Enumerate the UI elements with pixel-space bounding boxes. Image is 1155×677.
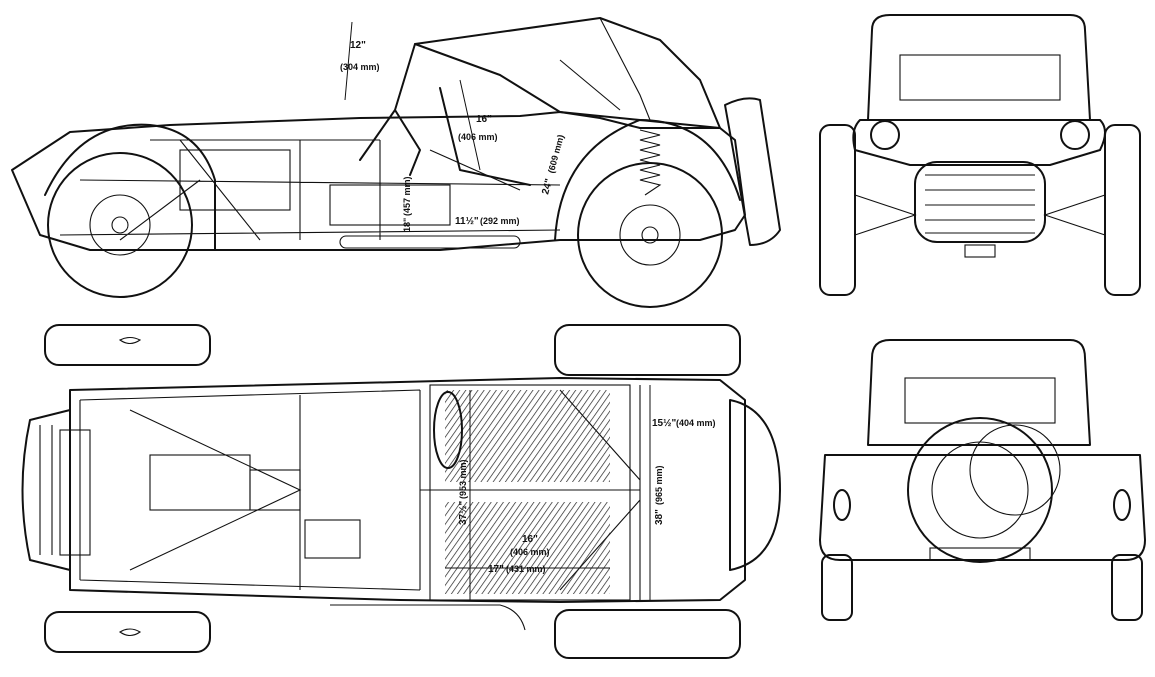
svg-text:16": 16" bbox=[476, 114, 492, 125]
svg-text:(965 mm): (965 mm) bbox=[654, 465, 664, 505]
side-body-outline bbox=[11, 111, 746, 251]
svg-text:24": 24" bbox=[540, 177, 555, 195]
svg-text:18": 18" bbox=[402, 218, 412, 232]
svg-text:(953 mm): (953 mm) bbox=[458, 459, 468, 499]
dim-pedal-length: 17" (431 mm) bbox=[488, 564, 546, 575]
plan-spare-wheel bbox=[729, 399, 781, 571]
exhaust-side bbox=[339, 235, 521, 249]
front-wheel bbox=[47, 152, 193, 298]
plan-front-tyre-left bbox=[44, 324, 211, 366]
svg-text:11½": 11½" bbox=[455, 216, 479, 227]
front-wheel-left bbox=[819, 124, 856, 296]
seat-well-bottom bbox=[445, 502, 610, 594]
rear-bumper bbox=[929, 547, 1031, 561]
plan-steering-wheel bbox=[433, 391, 463, 469]
svg-text:(609 mm): (609 mm) bbox=[546, 134, 566, 175]
front-lamp-left bbox=[870, 120, 900, 150]
dim-floor-height: 18" (457 mm) bbox=[402, 176, 412, 232]
chassis-tubes bbox=[59, 139, 561, 241]
plan-body-outline bbox=[69, 377, 746, 603]
rear-wheel-left bbox=[821, 554, 853, 621]
plan-rear-tyre-right bbox=[554, 609, 741, 659]
rear-lamp-right bbox=[1113, 489, 1131, 521]
svg-text:38": 38" bbox=[654, 509, 665, 525]
svg-text:(292 mm): (292 mm) bbox=[480, 216, 520, 226]
front-suspension bbox=[854, 194, 1106, 236]
rear-lamp-left bbox=[833, 489, 851, 521]
plan-front-tyre-right bbox=[44, 611, 211, 653]
seat-side bbox=[439, 87, 531, 186]
front-elevation-view bbox=[819, 14, 1141, 296]
front-lamp-right bbox=[1060, 120, 1090, 150]
plan-engine bbox=[149, 454, 251, 511]
svg-text:15½": 15½" bbox=[652, 418, 676, 429]
dim-rear-width: 38" (965 mm) bbox=[654, 465, 665, 525]
rear-spare-wheel bbox=[907, 417, 1053, 563]
dim-seat-depth: 16" (406 mm) bbox=[510, 534, 550, 557]
front-hood bbox=[867, 14, 1091, 121]
plan-nose bbox=[21, 409, 71, 571]
rear-wheel bbox=[577, 162, 723, 308]
plan-view: 37½" (953 mm) 16" (406 mm) 17" (431 mm) … bbox=[21, 324, 781, 659]
dim-rear-arch: 24" (609 mm) bbox=[540, 134, 566, 196]
svg-text:(304 mm): (304 mm) bbox=[340, 62, 380, 72]
windscreen-frame bbox=[359, 43, 421, 176]
soft-top bbox=[414, 17, 721, 129]
dim-screen-height: 12" (304 mm) bbox=[340, 40, 380, 72]
svg-text:(404 mm): (404 mm) bbox=[676, 418, 716, 428]
switch-panel bbox=[304, 519, 361, 559]
svg-text:(457 mm): (457 mm) bbox=[402, 176, 412, 216]
spare-wheel-side bbox=[724, 97, 781, 246]
front-wing bbox=[44, 123, 216, 251]
side-elevation-view: 12" (304 mm) 16" (406 mm) 24" (609 mm) 1… bbox=[11, 17, 781, 308]
rear-wing bbox=[554, 119, 741, 241]
front-windscreen bbox=[899, 54, 1061, 101]
svg-text:16": 16" bbox=[522, 534, 538, 545]
dim-cockpit-width: 37½" (953 mm) bbox=[458, 459, 469, 525]
rear-coil-spring bbox=[639, 129, 662, 196]
svg-text:37½": 37½" bbox=[458, 501, 469, 525]
rear-hood bbox=[867, 339, 1091, 446]
dim-seat-back: 16" (406 mm) bbox=[458, 114, 498, 142]
svg-text:12": 12" bbox=[350, 40, 366, 51]
front-body bbox=[852, 119, 1106, 166]
plan-rear-tyre-left bbox=[554, 324, 741, 376]
dim-floor-clearance: 11½" (292 mm) bbox=[455, 216, 520, 227]
seat-well-top bbox=[445, 390, 610, 482]
rear-elevation-view bbox=[819, 339, 1146, 621]
radiator-grille bbox=[914, 161, 1046, 243]
svg-text:(406 mm): (406 mm) bbox=[510, 547, 550, 557]
plan-exhaust bbox=[330, 604, 526, 631]
engine-side bbox=[179, 149, 291, 211]
rear-window bbox=[904, 377, 1056, 424]
front-wheel-right bbox=[1104, 124, 1141, 296]
dim-rear-track-offset: 15½" (404 mm) bbox=[652, 418, 716, 429]
svg-text:17": 17" bbox=[488, 564, 504, 575]
plan-radiator bbox=[59, 429, 91, 556]
svg-text:(406 mm): (406 mm) bbox=[458, 132, 498, 142]
svg-text:(431 mm): (431 mm) bbox=[506, 564, 546, 574]
rear-body bbox=[819, 454, 1146, 561]
rear-wheel-right bbox=[1111, 554, 1143, 621]
